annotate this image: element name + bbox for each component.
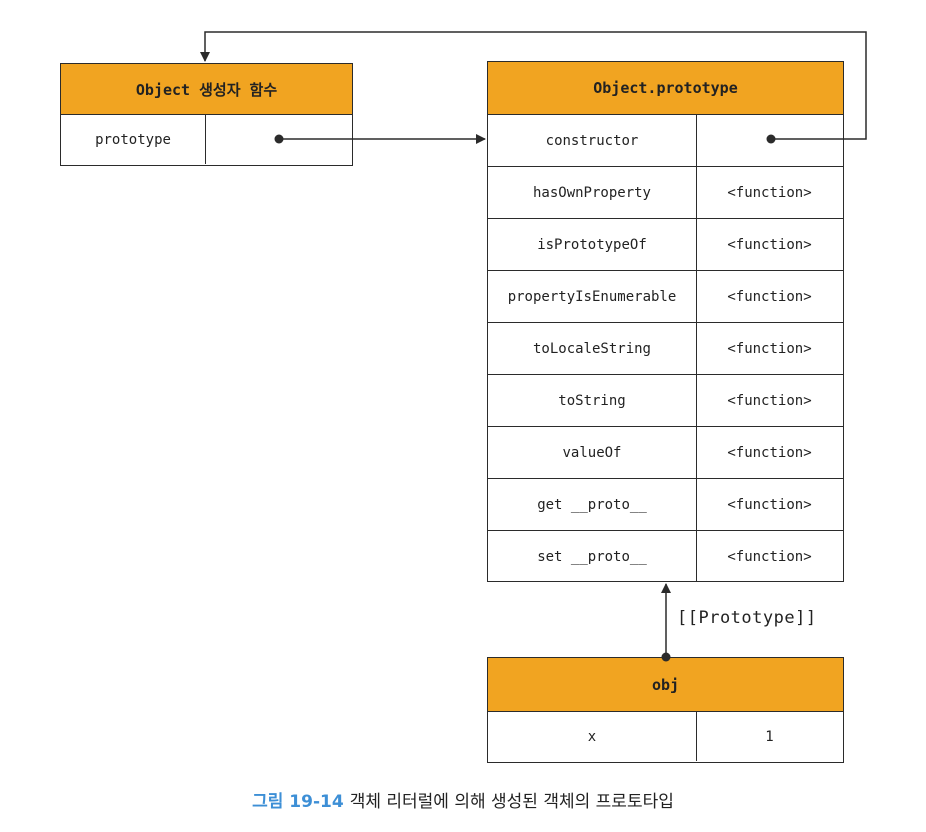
proto-value: <function>	[727, 236, 812, 253]
constructor-link-dot	[766, 134, 776, 144]
object-prototype-title: Object.prototype	[488, 62, 843, 115]
object-prototype-box: Object.prototype constructor hasOwnPrope…	[487, 61, 844, 582]
obj-row-x: x 1	[488, 712, 843, 761]
proto-value: <function>	[727, 496, 812, 513]
object-constructor-title: Object 생성자 함수	[61, 64, 352, 115]
proto-value: <function>	[727, 184, 812, 201]
proto-row-tostring: toString <function>	[488, 375, 843, 427]
proto-key: propertyIsEnumerable	[488, 271, 697, 322]
obj-key: x	[488, 712, 697, 761]
proto-key: valueOf	[488, 427, 697, 478]
object-prototype-rows: constructor hasOwnProperty <function> is…	[488, 115, 843, 582]
proto-row-hasownproperty: hasOwnProperty <function>	[488, 167, 843, 219]
proto-key: get __proto__	[488, 479, 697, 530]
proto-key: set __proto__	[488, 531, 697, 582]
object-constructor-box: Object 생성자 함수 prototype	[60, 63, 353, 166]
object-constructor-row: prototype	[61, 115, 352, 164]
proto-value: <function>	[727, 392, 812, 409]
proto-value: <function>	[727, 288, 812, 305]
proto-row-isprototypeof: isPrototypeOf <function>	[488, 219, 843, 271]
figure-number: 그림 19-14	[252, 792, 344, 812]
obj-title: obj	[488, 658, 843, 712]
proto-value: <function>	[727, 340, 812, 357]
proto-row-propertyisenumerable: propertyIsEnumerable <function>	[488, 271, 843, 323]
proto-value: <function>	[727, 444, 812, 461]
proto-row-constructor: constructor	[488, 115, 843, 167]
proto-row-get-proto: get __proto__ <function>	[488, 479, 843, 531]
prototype-internal-slot-label: [[Prototype]]	[677, 608, 817, 628]
obj-value: 1	[765, 728, 774, 745]
proto-key: hasOwnProperty	[488, 167, 697, 218]
proto-row-tolocalestring: toLocaleString <function>	[488, 323, 843, 375]
proto-key: toLocaleString	[488, 323, 697, 374]
proto-key: toString	[488, 375, 697, 426]
proto-key: constructor	[488, 115, 697, 166]
prototype-key: prototype	[61, 115, 206, 164]
constructor-link-line	[200, 31, 867, 140]
figure-caption-text: 객체 리터럴에 의해 생성된 객체의 프로토타입	[349, 792, 674, 812]
obj-box: obj x 1	[487, 657, 844, 763]
prototype-link-dot	[274, 134, 284, 144]
proto-key: isPrototypeOf	[488, 219, 697, 270]
proto-row-valueof: valueOf <function>	[488, 427, 843, 479]
proto-value: <function>	[727, 548, 812, 565]
obj-prototype-link-dot	[661, 652, 671, 662]
proto-row-set-proto: set __proto__ <function>	[488, 531, 843, 582]
